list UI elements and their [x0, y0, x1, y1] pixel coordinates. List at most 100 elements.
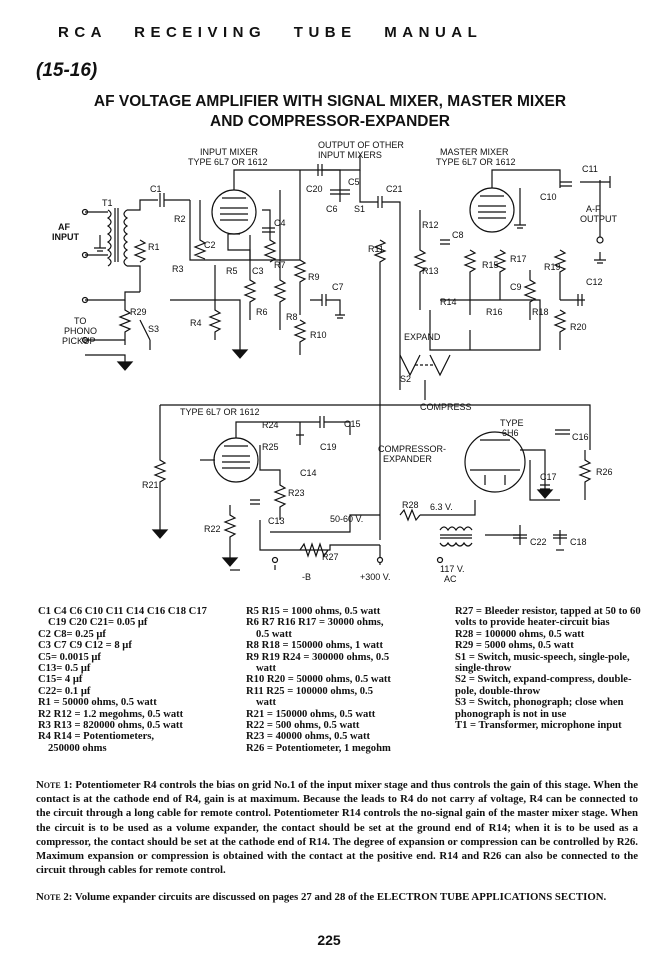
label-r3: R3	[172, 264, 184, 274]
label-c7: C7	[332, 282, 344, 292]
parts-line: C5= 0.0015 μf	[38, 651, 101, 663]
label-c5: C5	[348, 177, 360, 187]
label-6h6-2: 6H6	[502, 428, 519, 438]
parts-line: C19 C20 C21= 0.05 μf	[48, 617, 148, 629]
label-r24: R24	[262, 420, 279, 430]
label-r14: R14	[440, 297, 457, 307]
label-r18: R18	[532, 307, 549, 317]
note-2: Note 2: Volume expander circuits are dis…	[36, 890, 638, 904]
label-comp-exp-1: COMPRESSOR-	[378, 444, 446, 454]
label-r22: R22	[204, 524, 221, 534]
label-master-mixer: MASTER MIXER	[440, 147, 509, 157]
label-c22: C22	[530, 537, 547, 547]
label-117v-1: 117 V.	[440, 564, 465, 574]
parts-line: 250000 ohms	[48, 742, 107, 754]
parts-list-column-1: C1 C4 C6 C10 C11 C14 C16 C18 C17 C19 C20…	[38, 606, 248, 754]
label-6h6-1: TYPE	[500, 418, 524, 428]
title-line-1: AF VOLTAGE AMPLIFIER WITH SIGNAL MIXER, …	[93, 93, 567, 110]
note-2-label: Note 2:	[36, 891, 73, 903]
label-c3: C3	[252, 266, 264, 276]
label-phono-1: TO	[74, 316, 86, 326]
label-r4: R4	[190, 318, 202, 328]
label-phono-3: PICKUP	[62, 336, 96, 346]
label-c6: C6	[326, 204, 338, 214]
parts-list-column-3: R27 = Bleeder resistor, tapped at 50 to …	[455, 606, 645, 731]
label-r27: R27	[322, 552, 339, 562]
label-c16: C16	[572, 432, 589, 442]
page-number: 225	[317, 932, 341, 948]
label-third-tube-type: TYPE 6L7 OR 1612	[180, 407, 260, 417]
label-r25: R25	[262, 442, 279, 452]
running-header: RCA RECEIVING TUBE MANUAL	[58, 24, 483, 41]
note-1-text: Potentiometer R4 controls the bias on gr…	[36, 779, 638, 877]
label-r5: R5	[226, 266, 238, 276]
parts-list-column-2: R5 R15 = 1000 ohms, 0.5 watt R6 R7 R16 R…	[246, 606, 458, 754]
label-c14: C14	[300, 468, 317, 478]
label-r15: R15	[482, 260, 499, 270]
note-2-text: Volume expander circuits are discussed o…	[72, 891, 607, 903]
label-af-output-1: A-F	[586, 204, 601, 214]
label-c8: C8	[452, 230, 464, 240]
parts-line: R29 = 5000 ohms, 0.5 watt	[455, 640, 574, 652]
parts-line: R10 R20 = 50000 ohms, 0.5 watt	[246, 674, 391, 686]
page-title: AF VOLTAGE AMPLIFIER WITH SIGNAL MIXER, …	[40, 92, 620, 132]
label-r9: R9	[308, 272, 320, 282]
label-c13: C13	[268, 516, 285, 526]
label-c18: C18	[570, 537, 587, 547]
label-t1: T1	[102, 198, 113, 208]
label-r19: R19	[544, 262, 561, 272]
parts-line: R1 = 50000 ohms, 0.5 watt	[38, 697, 157, 709]
parts-line: R8 R18 = 150000 ohms, 1 watt	[246, 640, 383, 652]
label-c11: C11	[582, 164, 598, 174]
label-expand: EXPAND	[404, 332, 441, 342]
label-c21: C21	[386, 184, 403, 194]
label-input-mixer-type: TYPE 6L7 OR 1612	[188, 157, 268, 167]
label-r13: R13	[422, 266, 439, 276]
label-s1: S1	[354, 204, 365, 214]
parts-line: C15= 4 μf	[38, 674, 83, 686]
parts-line: C22= 0.1 μf	[38, 685, 91, 697]
parts-line: R9 R19 R24 = 300000 ohms, 0.5	[246, 651, 390, 663]
parts-line: R2 R12 = 1.2 megohms, 0.5 watt	[38, 708, 184, 720]
parts-line: C2 C8= 0.25 μf	[38, 628, 106, 640]
label-r8: R8	[286, 312, 298, 322]
input-mixer-tube	[170, 169, 300, 359]
label-r11: R11	[368, 244, 384, 254]
parts-line: R3 R13 = 820000 ohms, 0.5 watt	[38, 720, 183, 732]
label-117v-2: AC	[444, 574, 457, 584]
parts-line: C13= 0.5 μf	[38, 663, 91, 675]
label-master-mixer-type: TYPE 6L7 OR 1612	[436, 157, 516, 167]
parts-line: S3 = Switch, phonograph; close when phon…	[455, 697, 624, 720]
parts-line: watt	[256, 697, 277, 709]
label-r21: R21	[142, 480, 159, 490]
label-c4: C4	[274, 218, 286, 228]
parts-line: R27 = Bleeder resistor, tapped at 50 to …	[455, 606, 641, 629]
label-c9: C9	[510, 282, 522, 292]
label-s3: S3	[148, 324, 159, 334]
parts-line: C3 C7 C9 C12 = 8 μf	[38, 640, 132, 652]
label-c17: C17	[540, 472, 557, 482]
parts-line: R28 = 100000 ohms, 0.5 watt	[455, 628, 585, 640]
note-1-label: Note 1:	[36, 779, 73, 791]
parts-line: R23 = 40000 ohms, 0.5 watt	[246, 731, 371, 743]
label-r2: R2	[174, 214, 186, 224]
parts-line: R22 = 500 ohms, 0.5 watt	[246, 720, 360, 732]
parts-line: S1 = Switch, music-speech, single-pole, …	[455, 651, 630, 675]
label-s2: S2	[400, 374, 411, 384]
r27-resistor	[299, 542, 329, 558]
af-input-section	[81, 193, 190, 292]
label-r10: R10	[310, 330, 327, 340]
parts-line: C1 C4 C6 C10 C11 C14 C16 C18 C17	[38, 606, 207, 617]
label-r1: R1	[148, 242, 160, 252]
phono-section	[81, 291, 151, 371]
label-c10: C10	[540, 192, 557, 202]
parts-line: R6 R7 R16 R17 = 30000 ohms,	[246, 617, 384, 629]
parts-line: R5 R15 = 1000 ohms, 0.5 watt	[246, 606, 381, 617]
parts-line: R26 = Potentiometer, 1 megohm	[246, 742, 391, 754]
circuit-schematic: INPUT MIXER TYPE 6L7 OR 1612 OUTPUT OF O…	[52, 140, 618, 584]
label-output-other-1: OUTPUT OF OTHER	[318, 140, 404, 150]
schematic-labels: INPUT MIXER TYPE 6L7 OR 1612 OUTPUT OF O…	[52, 140, 618, 584]
master-mixer-tube	[413, 169, 611, 351]
label-af-input-2: INPUT	[52, 232, 80, 242]
label-c2: C2	[204, 240, 216, 250]
